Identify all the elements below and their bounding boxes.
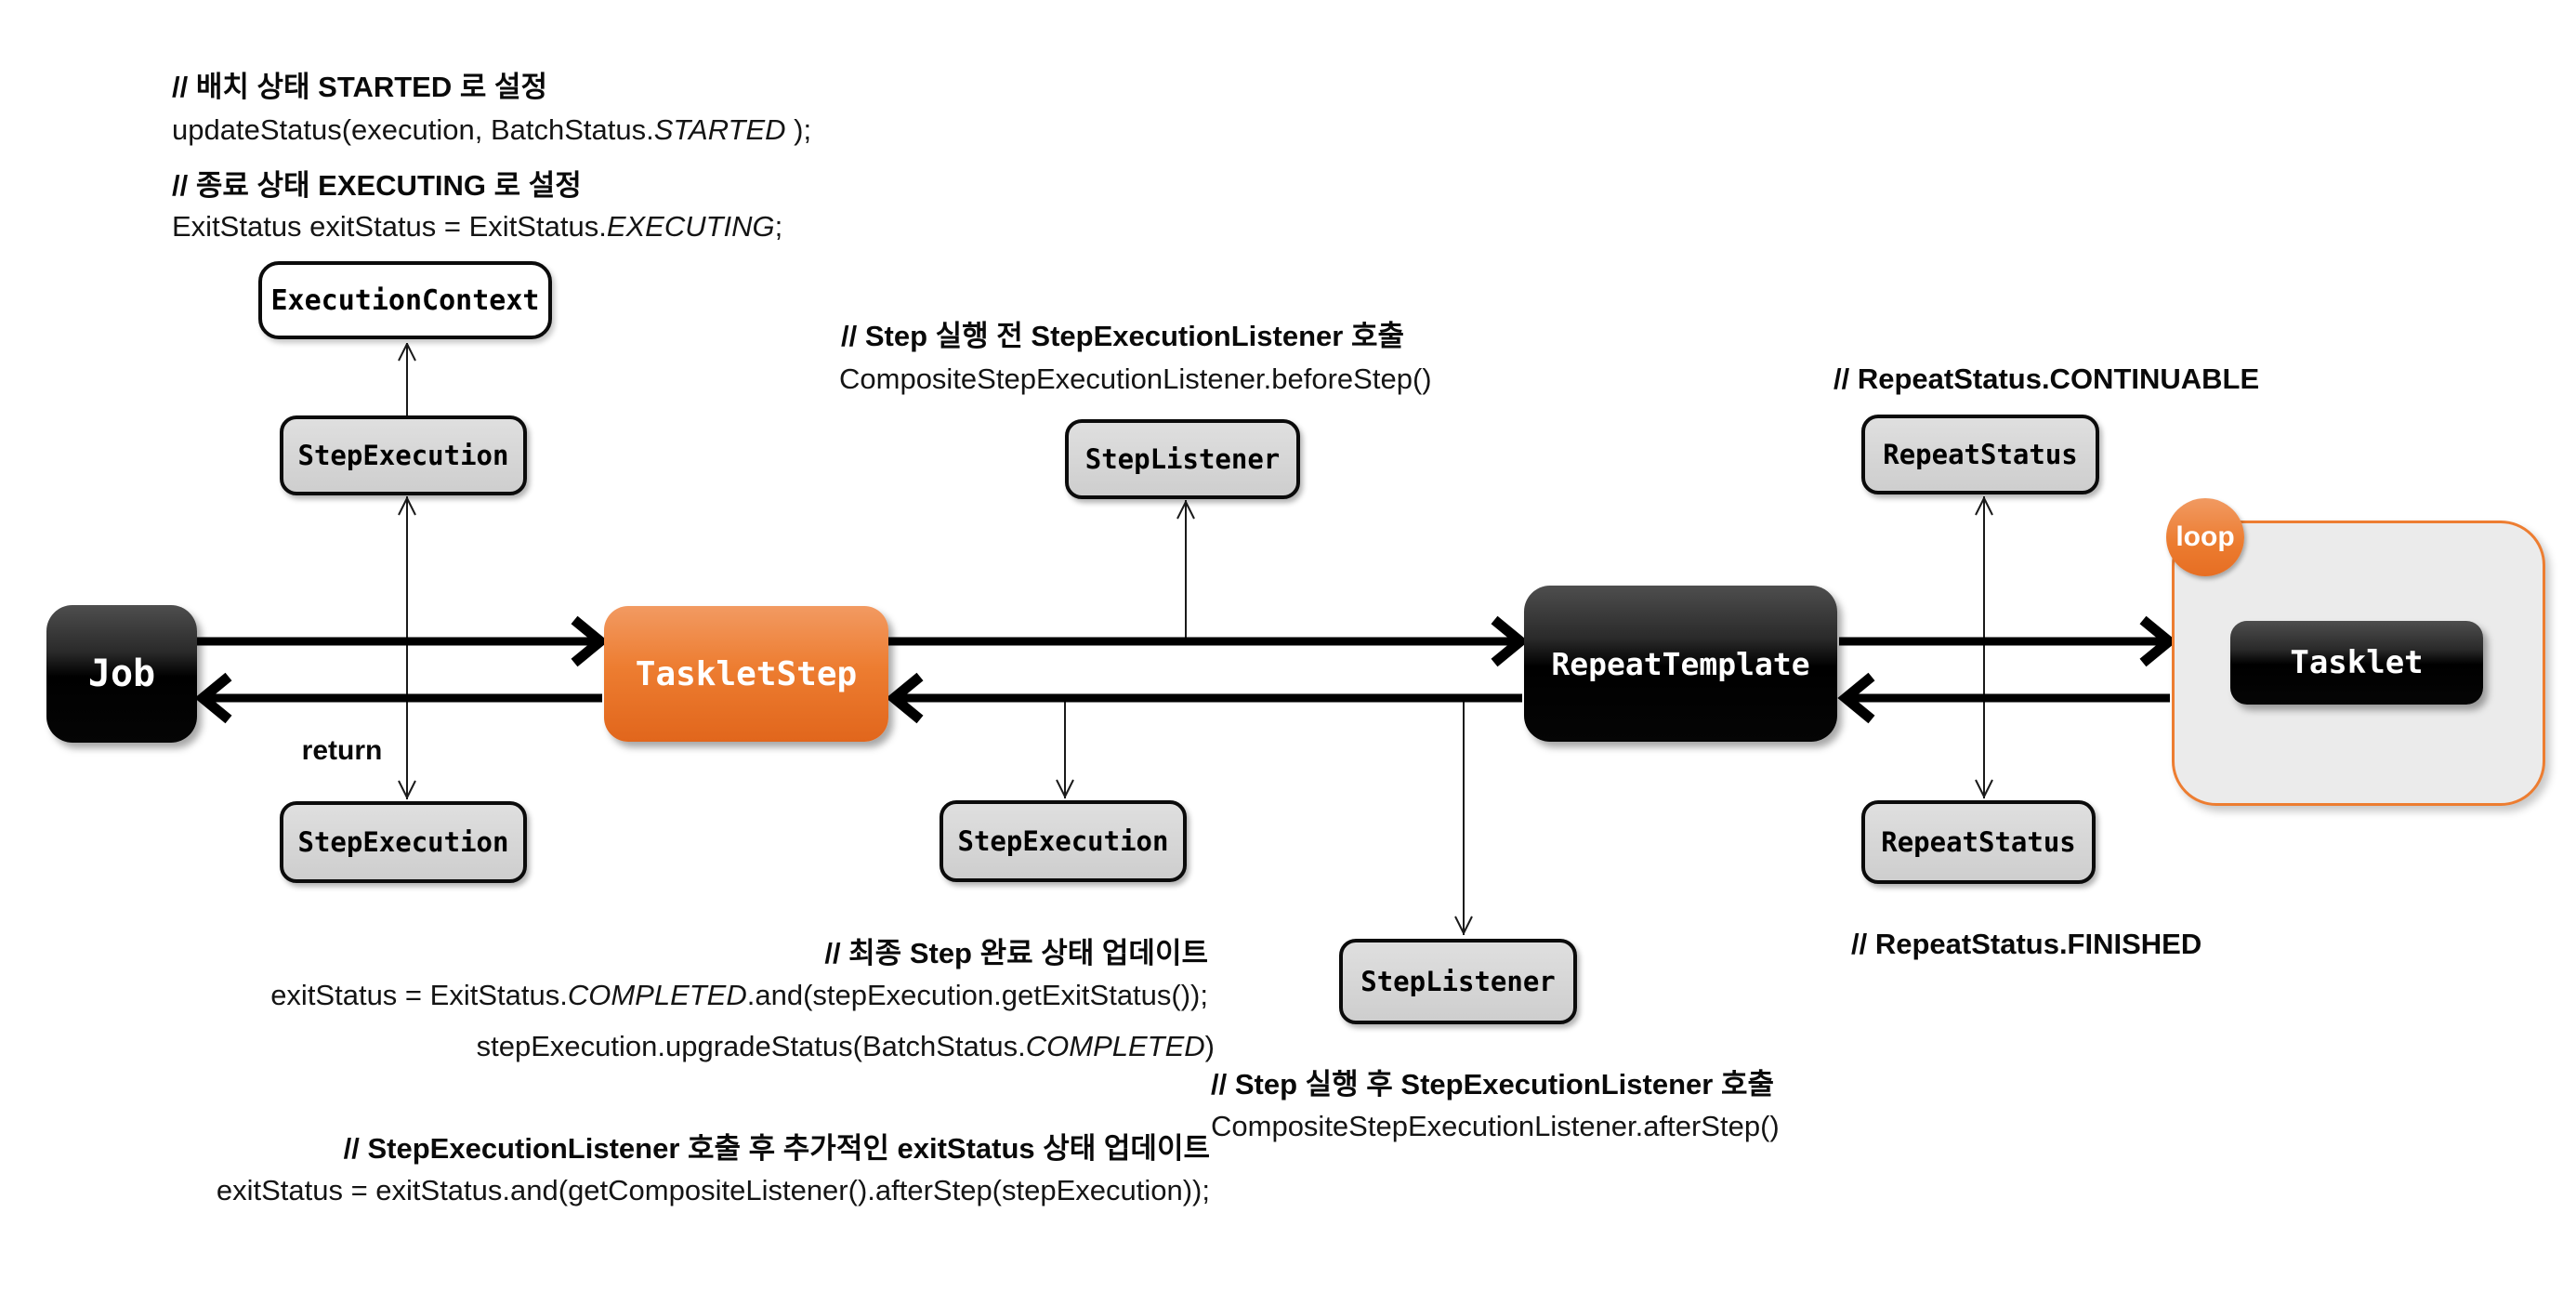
code-segment: exitStatus = ExitStatus. (270, 979, 568, 1011)
annotation-listener-update-code: exitStatus = exitStatus.and(getComposite… (216, 1174, 1210, 1206)
arrowhead-left-icon (1837, 672, 1875, 724)
annotation-before-step-comment: // Step 실행 전 StepExecutionListener 호출 (841, 320, 1404, 352)
node-repeat-template: RepeatTemplate (1524, 586, 1837, 742)
code-segment: ; (774, 210, 783, 243)
node-step-listener-top: StepListener (1065, 419, 1300, 499)
code-segment-italic: EXECUTING (606, 210, 775, 243)
annotation-final-update-line2: stepExecution.upgradeStatus(BatchStatus.… (477, 1030, 1215, 1063)
annotation-listener-update-comment: // StepExecutionListener 호출 후 추가적인 exitS… (343, 1132, 1210, 1165)
loop-badge: loop (2166, 498, 2244, 576)
arrowhead-up-icon (1975, 497, 1993, 516)
node-execution-context: ExecutionContext (258, 261, 552, 339)
annotation-before-step-code: CompositeStepExecutionListener.beforeSte… (839, 362, 1432, 395)
annotation-batch-started-code: updateStatus(execution, BatchStatus.STAR… (172, 113, 811, 147)
arrowhead-right-icon (571, 615, 609, 667)
code-segment: updateStatus(execution, BatchStatus. (172, 113, 654, 146)
annotation-exit-executing-code: ExitStatus exitStatus = ExitStatus.EXECU… (172, 210, 782, 244)
arrowhead-up-icon (398, 497, 416, 516)
code-segment-italic: COMPLETED (1025, 1030, 1205, 1062)
thin-connectors (398, 343, 1993, 935)
annotation-after-step-comment: // Step 실행 후 StepExecutionListener 호출 (1211, 1068, 1774, 1101)
annotation-finished: // RepeatStatus.FINISHED (1851, 928, 2202, 960)
annotation-batch-started-comment: // 배치 상태 STARTED 로 설정 (172, 71, 548, 103)
arrowhead-down-icon (398, 780, 416, 798)
annotation-final-update-comment: // 최종 Step 완료 상태 업데이트 (824, 937, 1208, 969)
node-tasklet: Tasklet (2230, 621, 2483, 705)
code-segment: .and(stepExecution.getExitStatus()); (746, 979, 1208, 1011)
annotation-continuable: // RepeatStatus.CONTINUABLE (1833, 362, 2260, 395)
node-step-execution-mid: StepExecution (940, 800, 1187, 882)
arrowhead-down-icon (1454, 916, 1473, 934)
annotation-exit-executing-comment: // 종료 상태 EXECUTING 로 설정 (172, 169, 582, 202)
arrowhead-right-icon (1491, 615, 1529, 667)
arrowhead-up-icon (398, 343, 416, 362)
code-segment: ) (1204, 1030, 1215, 1062)
code-segment-italic: STARTED (653, 113, 786, 146)
return-label: return (301, 735, 383, 766)
arrowhead-down-icon (1056, 779, 1074, 798)
thick-connectors (194, 615, 2177, 724)
node-step-listener-bottom: StepListener (1339, 939, 1577, 1024)
node-repeat-status-bottom: RepeatStatus (1861, 800, 2096, 884)
code-segment-italic: COMPLETED (567, 979, 747, 1011)
code-segment: stepExecution.upgradeStatus(BatchStatus. (476, 1030, 1026, 1062)
node-job: Job (46, 605, 197, 743)
node-step-execution-top: StepExecution (280, 415, 527, 495)
annotation-after-step-code: CompositeStepExecutionListener.afterStep… (1211, 1110, 1780, 1142)
code-segment: ExitStatus exitStatus = ExitStatus. (172, 210, 607, 243)
arrowhead-down-icon (1975, 779, 1993, 798)
node-repeat-status-top: RepeatStatus (1861, 415, 2099, 494)
loop-badge-label: loop (2175, 521, 2235, 552)
arrowhead-right-icon (2139, 615, 2177, 667)
annotation-final-update-line1: exitStatus = ExitStatus.COMPLETED.and(st… (270, 979, 1208, 1012)
arrowhead-up-icon (1176, 501, 1195, 520)
node-tasklet-step: TaskletStep (604, 606, 888, 742)
arrowhead-left-icon (886, 672, 924, 724)
code-segment: ); (785, 113, 812, 146)
arrowhead-left-icon (194, 672, 232, 724)
node-step-execution-left: StepExecution (280, 801, 527, 883)
